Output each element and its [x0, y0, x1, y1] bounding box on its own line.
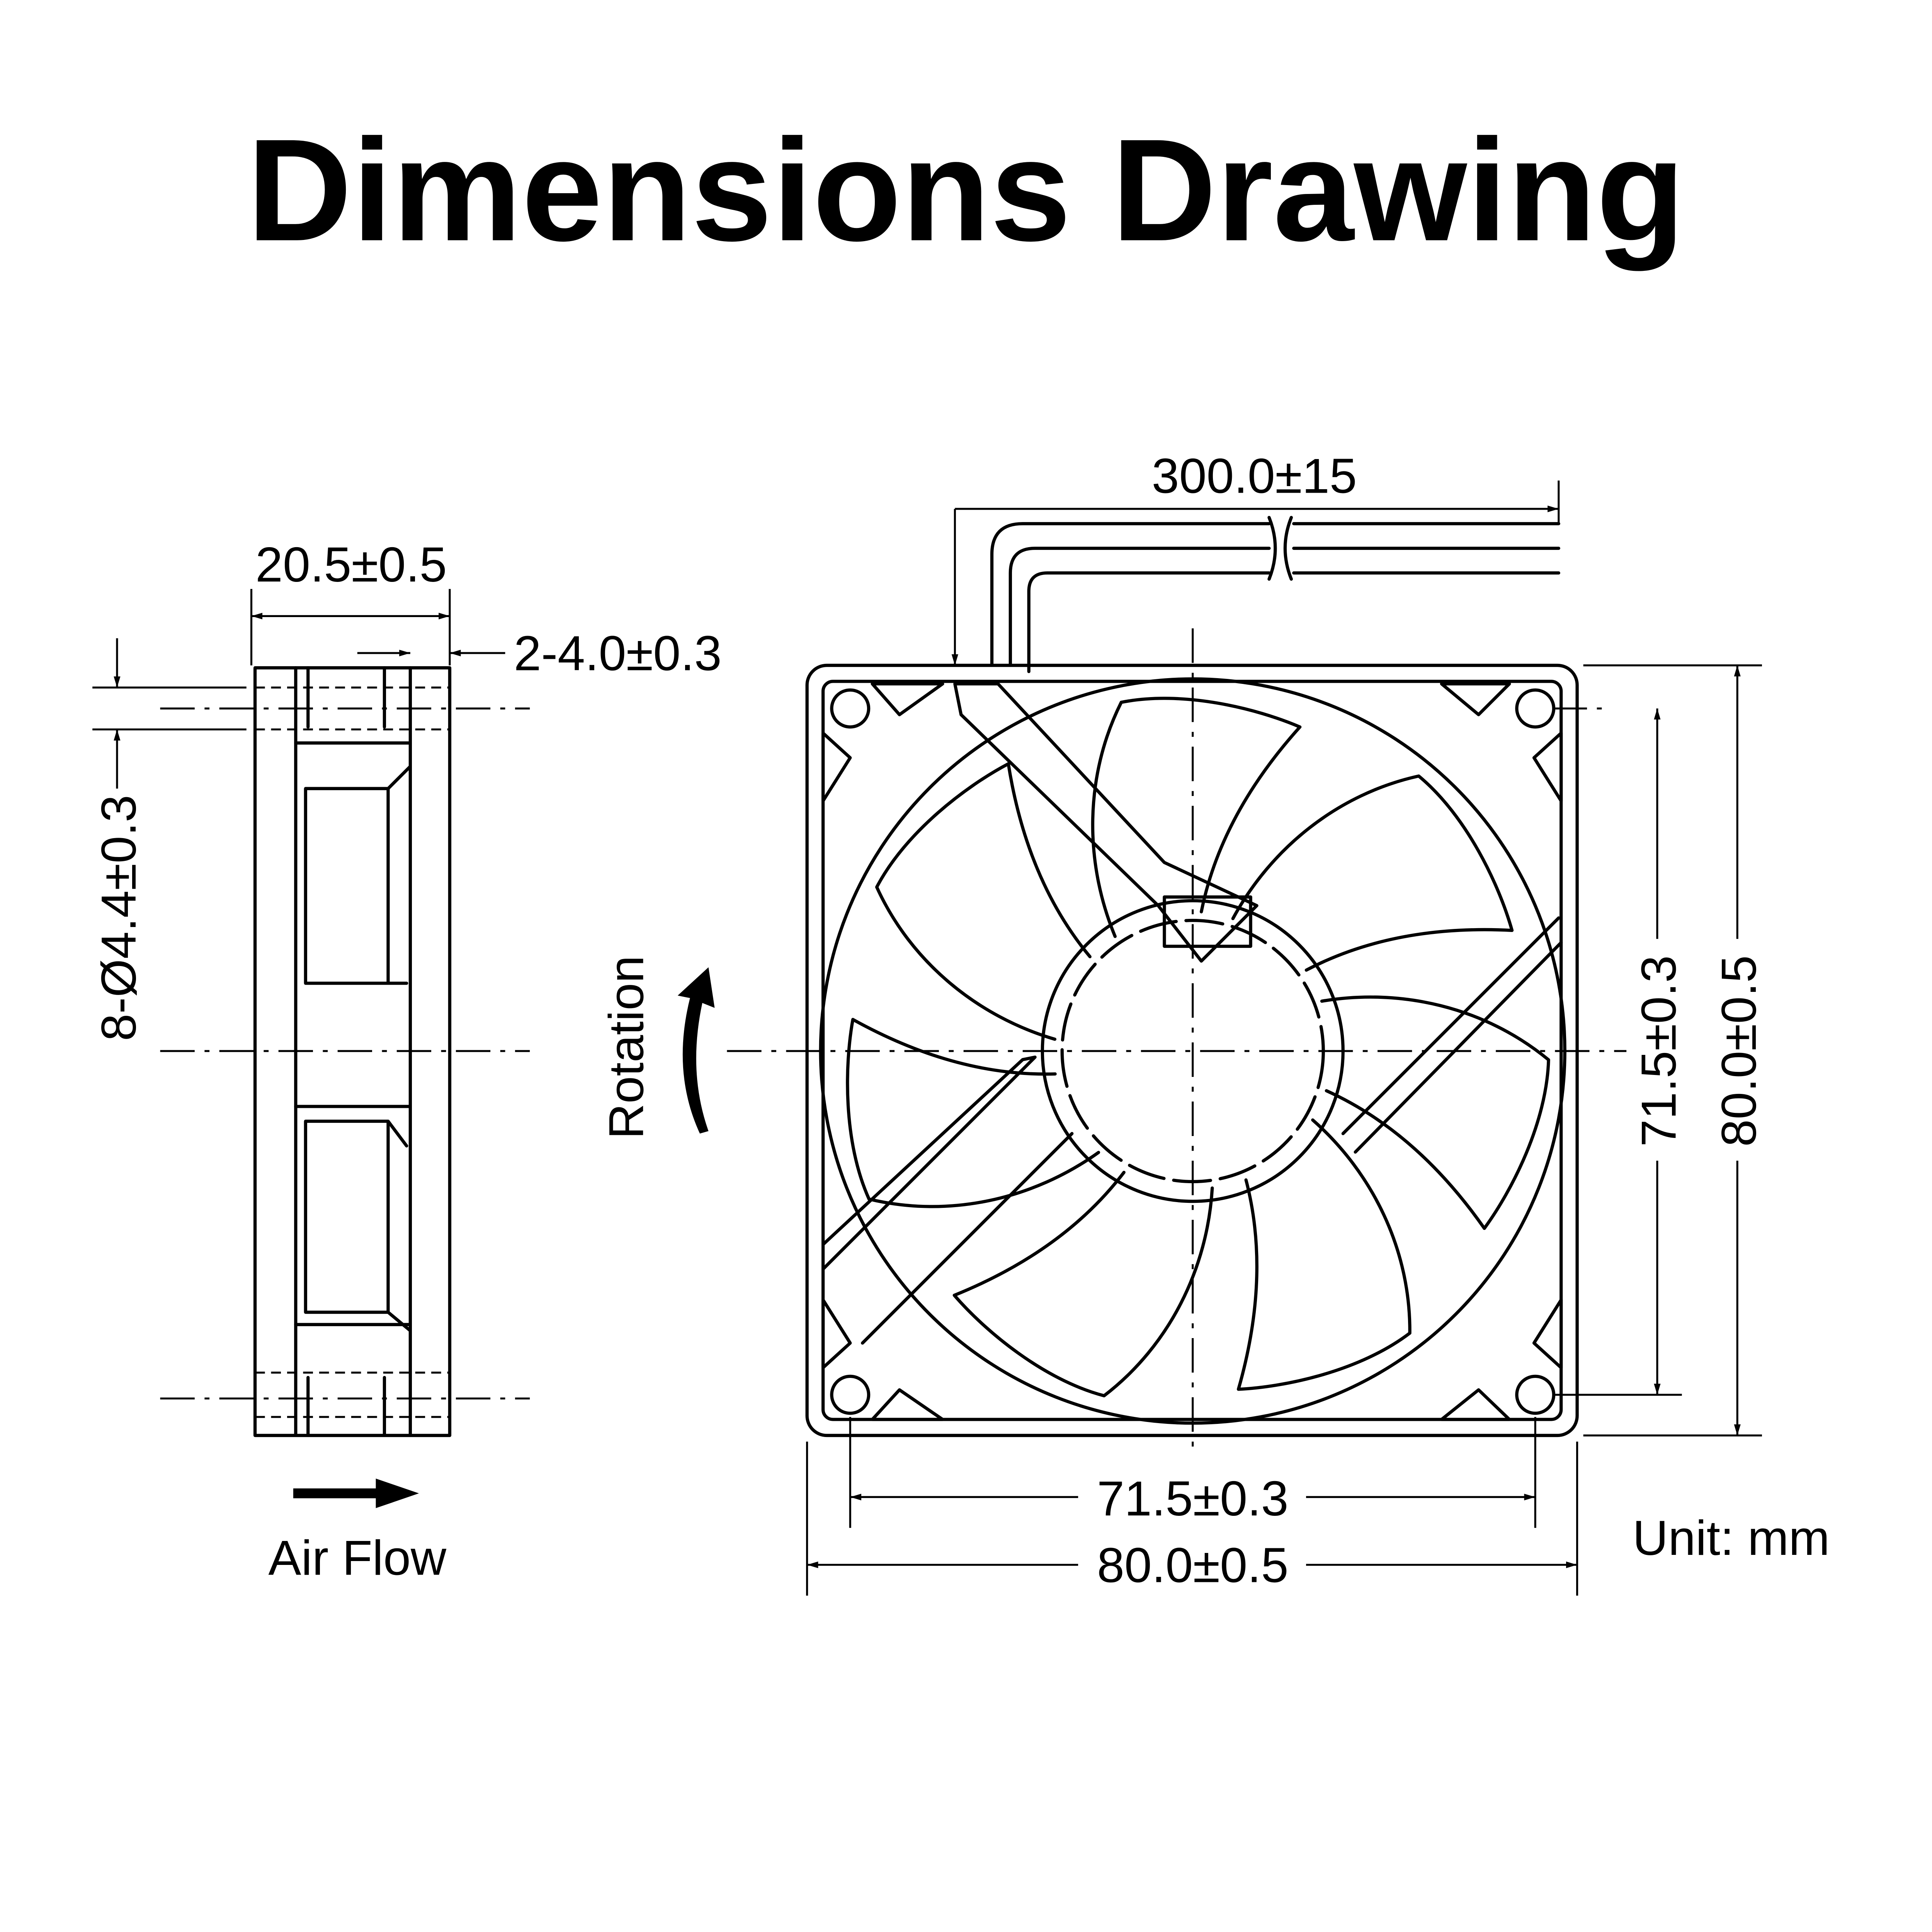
fan-blades	[846, 697, 1550, 1398]
flange-dim: 2-4.0±0.3	[514, 626, 722, 681]
hole-dim: 8-Ø4.4±0.3	[92, 795, 146, 1041]
hole-spacing-vertical-dim: 71.5±0.3	[1632, 955, 1687, 1147]
rotation-arrow-icon	[677, 967, 715, 1134]
lead-wire	[990, 516, 1560, 673]
airflow-arrow-icon	[293, 1478, 419, 1509]
height-dim: 80.0±0.5	[1712, 955, 1767, 1147]
rotation-label: Rotation	[599, 956, 654, 1139]
unit-label: Unit: mm	[1633, 1511, 1830, 1566]
width-dim: 80.0±0.5	[1097, 1538, 1289, 1593]
hole-spacing-horizontal-dim: 71.5±0.3	[1097, 1471, 1289, 1526]
side-view: 20.5±0.5 2-4.0±0.3 8-Ø4.4±0.3 Air Flow	[92, 537, 722, 1585]
airflow-label: Air Flow	[268, 1531, 447, 1585]
side-width-dim: 20.5±0.5	[255, 537, 447, 592]
page-title: Dimensions Drawing	[247, 109, 1685, 272]
cable-length-dim: 300.0±15	[1152, 449, 1357, 504]
front-view: 300.0±15 Rotation 71.5±0.3 80.0±0.5 71.5…	[599, 449, 1767, 1596]
